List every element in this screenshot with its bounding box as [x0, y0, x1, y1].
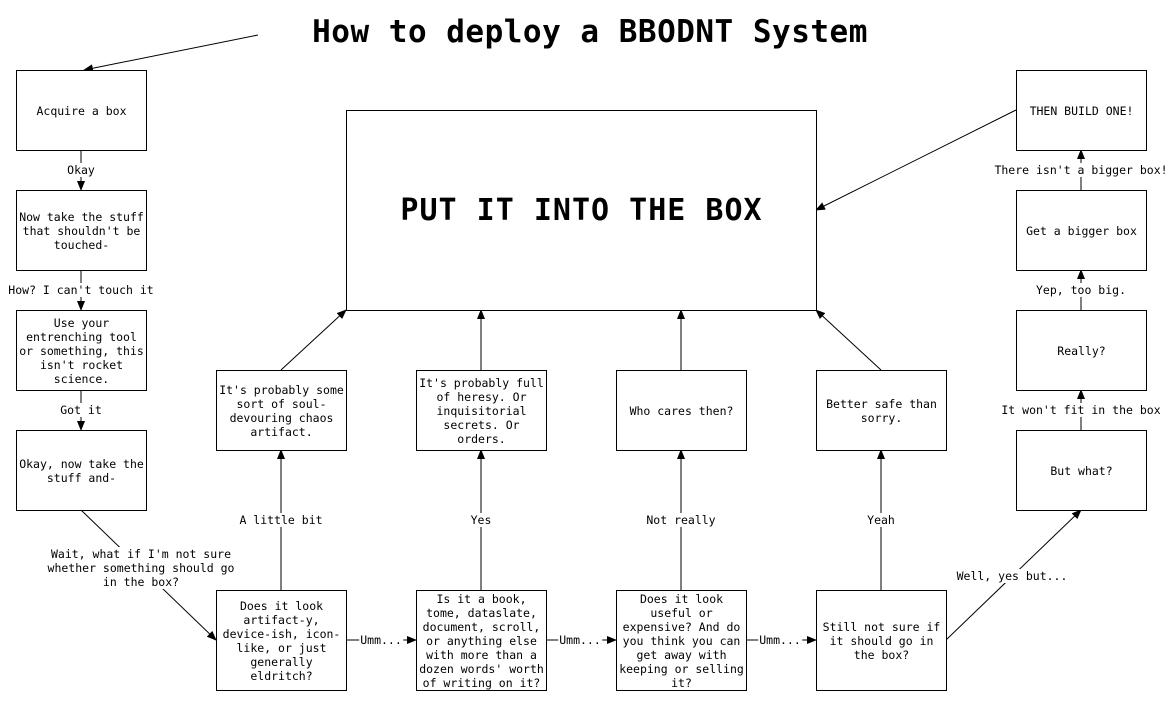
edge-label-wont-fit: It won't fit in the box [1000, 403, 1162, 417]
node-acquire-box: Acquire a box [16, 70, 147, 151]
edge-better-safe-to-box [815, 309, 882, 371]
node-label: Does it look useful or expensive? And do… [619, 591, 744, 690]
node-build-one: THEN BUILD ONE! [1016, 70, 1147, 151]
node-label: PUT IT INTO THE BOX [400, 192, 763, 228]
node-label: Now take the stuff that shouldn't be tou… [19, 209, 144, 252]
node-take-stuff-and: Okay, now take the stuff and- [16, 430, 147, 511]
edge-label-too-big: Yep, too big. [1034, 283, 1128, 297]
edge-label-umm-2: Umm... [558, 633, 602, 647]
node-label: Acquire a box [36, 103, 127, 118]
edge-label-umm-3: Umm... [758, 633, 802, 647]
node-who-cares: Who cares then? [616, 370, 747, 451]
node-put-into-box: PUT IT INTO THE BOX [346, 110, 817, 311]
edge-title-to-acquire [83, 34, 259, 73]
node-entrenching-tool: Use your entrenching tool or something, … [16, 310, 147, 391]
node-label: Does it look artifact-y, device-ish, ico… [222, 598, 341, 683]
node-label: Who cares then? [629, 403, 734, 418]
diagram-title: How to deploy a BBODNT System [312, 14, 868, 50]
node-label: Use your entrenching tool or something, … [19, 315, 144, 386]
node-take-stuff: Now take the stuff that shouldn't be tou… [16, 190, 147, 271]
node-label: It's probably some sort of soul-devourin… [219, 382, 344, 439]
edge-chaos-to-box [280, 309, 347, 371]
edge-label-got-it: Got it [59, 403, 103, 417]
node-label: Is it a book, tome, dataslate, document,… [419, 591, 544, 690]
node-label: It's probably full of heresy. Or inquisi… [419, 375, 544, 446]
node-chaos-artifact: It's probably some sort of soul-devourin… [216, 370, 347, 451]
node-artifact-question: Does it look artifact-y, device-ish, ico… [216, 590, 347, 691]
node-really: Really? [1016, 310, 1147, 391]
node-heresy: It's probably full of heresy. Or inquisi… [416, 370, 547, 451]
node-book-question: Is it a book, tome, dataslate, document,… [416, 590, 547, 691]
node-better-safe: Better safe than sorry. [816, 370, 947, 451]
node-but-what: But what? [1016, 430, 1147, 511]
node-still-unsure: Still not sure if it should go in the bo… [816, 590, 947, 691]
node-label: Really? [1057, 343, 1106, 358]
edge-label-okay: Okay [66, 163, 96, 177]
edge-label-yes: Yes [469, 513, 493, 527]
edge-label-umm-1: Umm... [359, 633, 403, 647]
node-label: Still not sure if it should go in the bo… [822, 619, 941, 662]
edge-label-yeah: Yeah [866, 513, 896, 527]
node-useful-question: Does it look useful or expensive? And do… [616, 590, 747, 691]
edge-label-how: How? I can't touch it [7, 283, 155, 297]
edge-label-no-bigger: There isn't a bigger box! [993, 163, 1169, 177]
edge-label-well-yes: Well, yes but... [955, 569, 1069, 583]
edge-build-one-to-box [815, 109, 1017, 211]
node-bigger-box: Get a bigger box [1016, 190, 1147, 271]
node-label: But what? [1050, 463, 1113, 478]
node-label: THEN BUILD ONE! [1029, 103, 1134, 118]
edge-label-little-bit: A little bit [238, 513, 324, 527]
node-label: Get a bigger box [1026, 223, 1137, 238]
node-label: Better safe than sorry. [826, 396, 937, 425]
node-label: Okay, now take the stuff and- [19, 456, 144, 485]
edge-label-wait: Wait, what if I'm not sure whether somet… [45, 547, 237, 589]
edge-label-not-really: Not really [645, 513, 717, 527]
